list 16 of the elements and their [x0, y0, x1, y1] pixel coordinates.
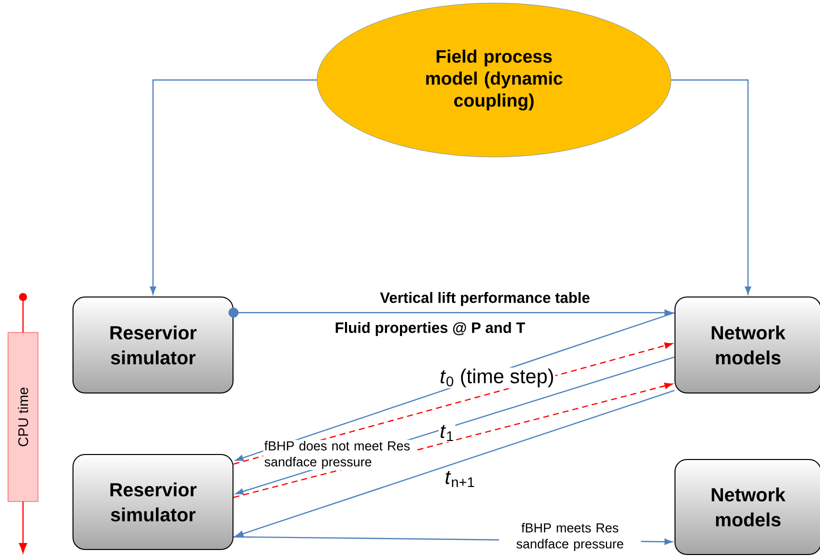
note-text: Fluid properties @ P and T	[336, 322, 526, 336]
arrow	[228, 308, 672, 318]
edge-label: Vertical lift performance table	[378, 291, 592, 307]
process-box: Network models	[674, 296, 820, 394]
edge-label: t$_{1}$	[438, 424, 456, 442]
time-bar: CPU time	[8, 332, 38, 502]
process-box: Reservior simulator	[72, 296, 234, 394]
edge-label: t$_{0}$ (time step)	[438, 368, 556, 388]
arrow	[235, 390, 675, 537]
edge-label: fBHP meets Res sandface pressure	[499, 522, 641, 552]
process-box: Network models	[674, 458, 820, 555]
edge-label: t$_{n+1}$	[444, 470, 476, 488]
note-text: fBHP does not meet Res sandface pressure	[263, 440, 416, 470]
arrow	[671, 79, 752, 294]
arrow	[150, 79, 317, 294]
process-box: Reservior simulator	[72, 454, 234, 550]
